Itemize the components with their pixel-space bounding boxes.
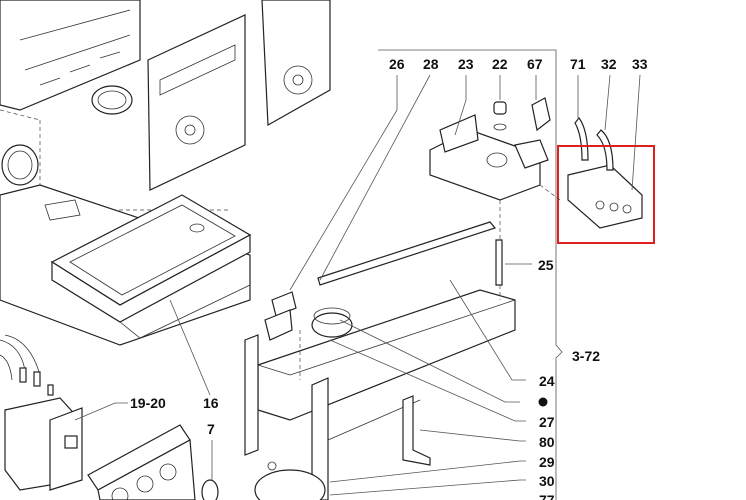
main-frame [244, 289, 516, 500]
callout-29: 29 [539, 454, 555, 470]
callout-26: 26 [389, 56, 405, 72]
callout-25: 25 [538, 257, 554, 273]
callout-27: 27 [539, 414, 555, 430]
side-panel-plate [261, 0, 331, 127]
callout-77: 77 [539, 492, 555, 500]
bracket-80 [402, 395, 431, 466]
callout-22: 22 [492, 56, 508, 72]
duct-hose [1, 85, 133, 186]
callout-28: 28 [423, 56, 439, 72]
control-bracket [87, 424, 196, 500]
valve-pin [495, 239, 503, 286]
callout-67: 67 [527, 56, 543, 72]
clip-67 [531, 97, 551, 132]
callout-32: 32 [601, 56, 617, 72]
callout-33: 33 [632, 56, 648, 72]
float [311, 307, 353, 338]
callout-23: 23 [458, 56, 474, 72]
callout-71: 71 [570, 56, 586, 72]
highlight-box [557, 145, 655, 244]
callout-7: 7 [207, 421, 215, 437]
drip-tray [50, 194, 252, 323]
manifold-block [429, 114, 549, 201]
group-bracket [378, 49, 563, 500]
callout-19-20: 19-20 [130, 395, 166, 411]
callout-16: 16 [203, 395, 219, 411]
callout-30: 30 [539, 473, 555, 489]
bullet-marker [538, 397, 548, 407]
callout-80: 80 [539, 434, 555, 450]
timer-switch [4, 397, 83, 491]
motor [254, 461, 326, 500]
grommet-22 [493, 101, 507, 131]
cabinet-panel-left [0, 0, 141, 111]
callout-24: 24 [539, 373, 555, 389]
highlighted-assembly [567, 117, 643, 229]
float-arm [317, 221, 497, 286]
back-panel-plate [147, 14, 246, 191]
wire-harness [0, 334, 54, 396]
callout-3-72: 3-72 [572, 348, 600, 364]
knob-part [201, 479, 219, 500]
